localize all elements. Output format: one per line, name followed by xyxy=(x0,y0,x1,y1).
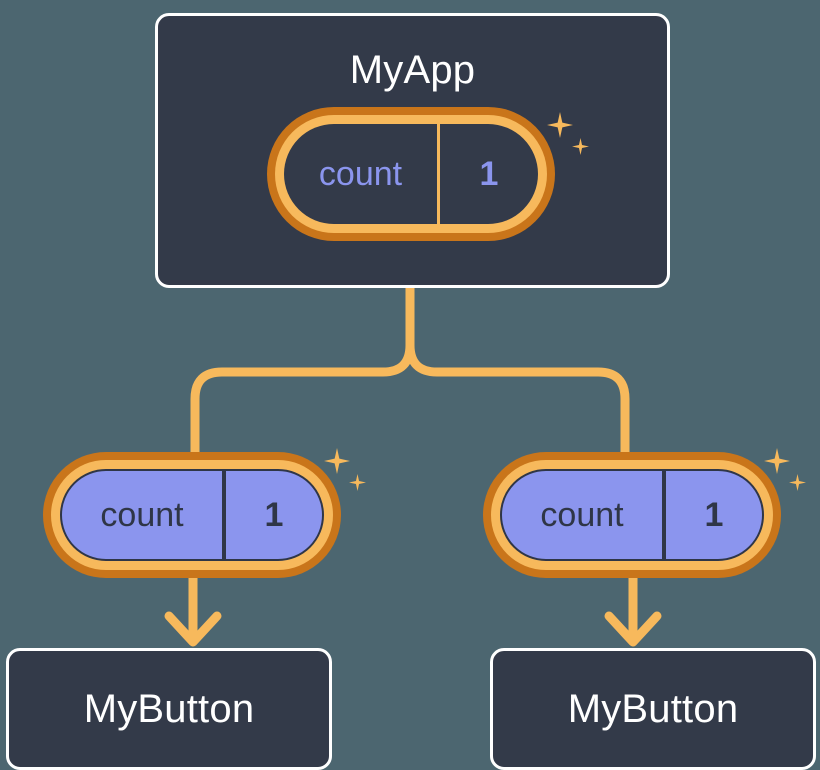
arrow-down-head-left xyxy=(164,611,222,647)
page-title: MyApp xyxy=(349,48,476,92)
arrow-down-head-right xyxy=(604,611,662,647)
state-pill-consumer-0[interactable]: count 1 xyxy=(43,452,341,578)
component-label: MyButton xyxy=(567,687,739,731)
sparkle-small-icon xyxy=(789,474,806,491)
branch-connector-path xyxy=(190,283,415,457)
state-key-label: count xyxy=(540,495,624,534)
sparkle-large-icon xyxy=(764,448,790,474)
sparkle-small-icon xyxy=(349,474,366,491)
state-pill-consumer-1-body: count 1 xyxy=(500,469,764,561)
component-card-mybutton-1[interactable]: MyButton xyxy=(490,648,816,770)
state-pill-root-ring: count 1 xyxy=(275,115,547,233)
state-key-label: count xyxy=(318,154,403,193)
sparkle-large-icon xyxy=(324,448,350,474)
state-pill-consumer-1-ring: count 1 xyxy=(491,460,773,570)
state-pill-root[interactable]: count 1 xyxy=(267,107,555,241)
state-value-label: 1 xyxy=(437,124,538,224)
component-label: MyButton xyxy=(83,687,255,731)
state-key-label: count xyxy=(100,495,184,534)
state-pill-root-body: count 1 xyxy=(284,124,538,224)
state-pill-consumer-1[interactable]: count 1 xyxy=(483,452,781,578)
component-card-mybutton-0[interactable]: MyButton xyxy=(6,648,332,770)
state-pill-consumer-0-ring: count 1 xyxy=(51,460,333,570)
branch-connector-path-right xyxy=(405,283,630,457)
state-value-label: 1 xyxy=(222,471,322,559)
state-value-label: 1 xyxy=(662,471,762,559)
state-pill-consumer-0-body: count 1 xyxy=(60,469,324,561)
